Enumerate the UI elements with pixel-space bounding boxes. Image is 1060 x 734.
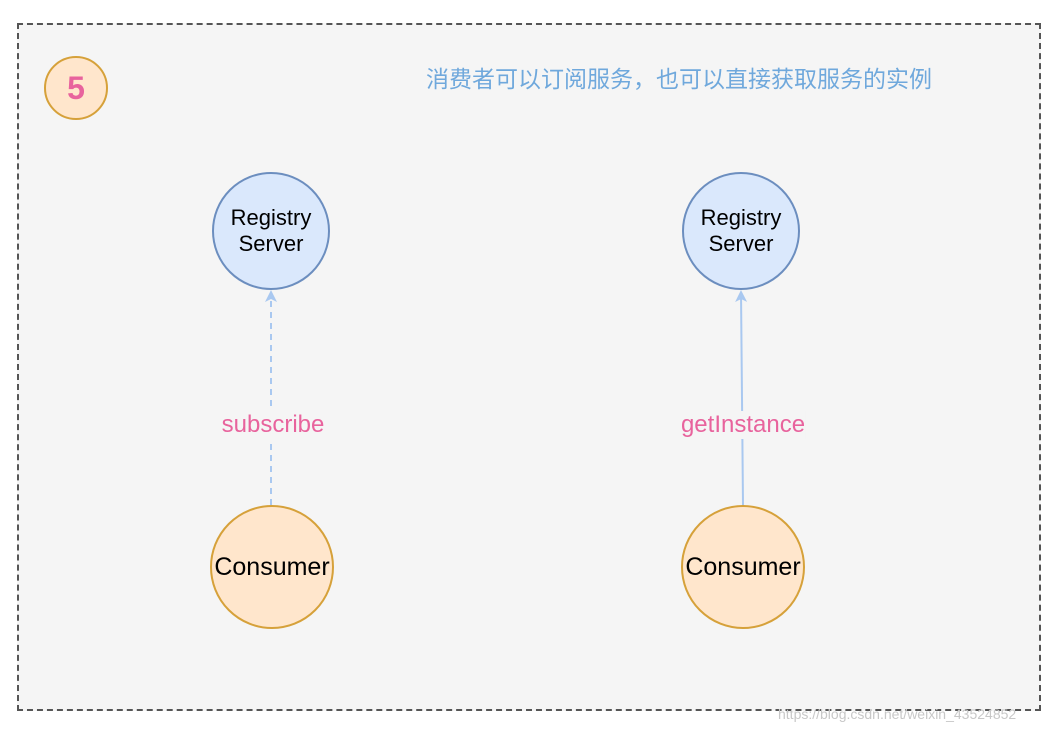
- consumer-node-left[interactable]: Consumer: [210, 505, 334, 629]
- diagram-caption: 消费者可以订阅服务，也可以直接获取服务的实例: [426, 67, 932, 93]
- registry-server-node-left[interactable]: Registry Server: [212, 172, 330, 290]
- subscribe-edge-label: subscribe: [220, 411, 326, 439]
- get-instance-edge-label: getInstance: [679, 411, 807, 439]
- dashed-frame: [17, 23, 1041, 711]
- watermark-text: https://blog.csdn.net/weixin_43524852: [778, 706, 1017, 722]
- get-instance-edge: [735, 290, 748, 506]
- registry-server-node-right[interactable]: Registry Server: [682, 172, 800, 290]
- consumer-node-right[interactable]: Consumer: [681, 505, 805, 629]
- step-badge: 5: [44, 56, 108, 120]
